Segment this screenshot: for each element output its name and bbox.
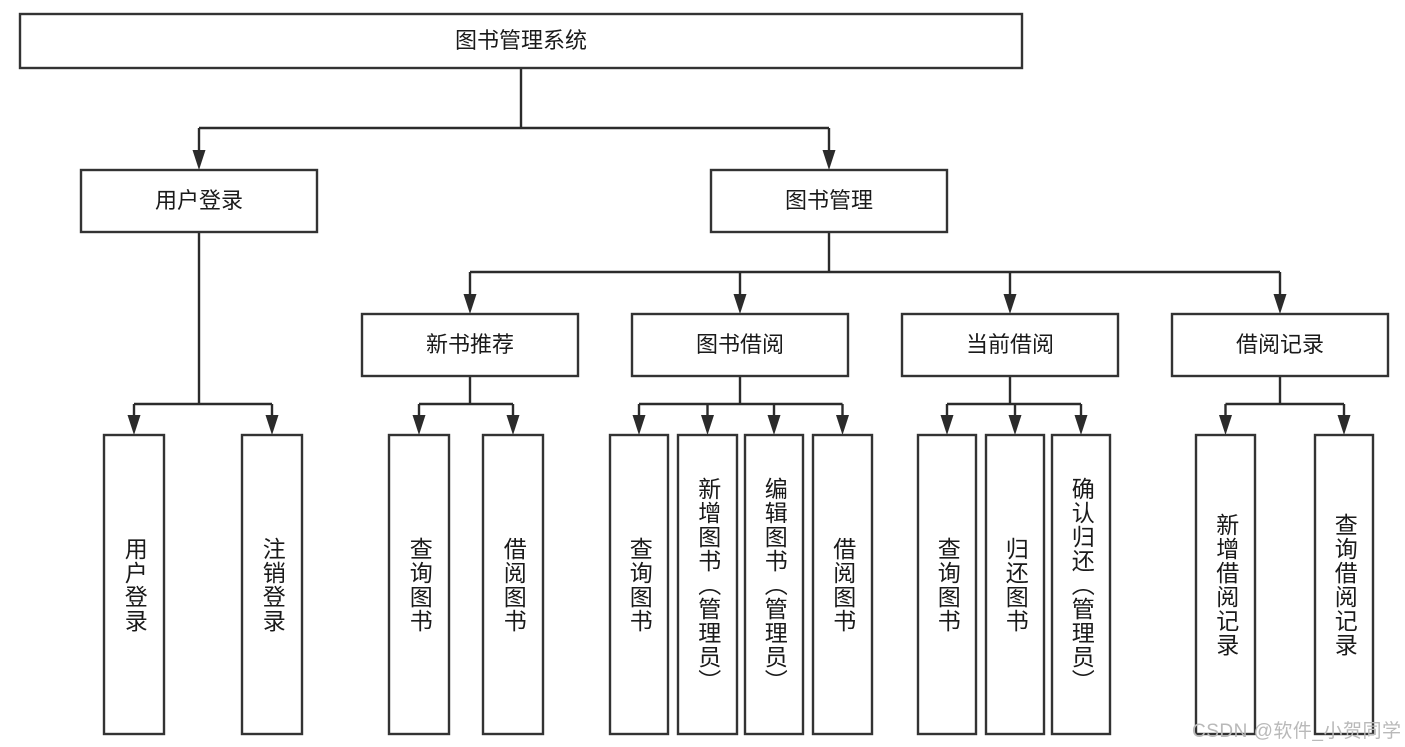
node-level3-box-3[interactable]: [1170, 312, 1390, 378]
arrow-head-icon: [767, 415, 781, 435]
arrow-head-icon: [127, 415, 141, 435]
arrow-head-icon: [1273, 294, 1287, 314]
connector-lines: [127, 68, 1351, 435]
arrow-head-icon: [733, 294, 747, 314]
arrow-head-icon: [1219, 415, 1232, 435]
arrow-head-icon: [940, 415, 954, 435]
node-root-label: 图书管理系统: [455, 28, 587, 53]
node-leaf-box-6[interactable]: [743, 433, 805, 736]
node-leaf-box-5[interactable]: [676, 433, 739, 736]
arrow-head-icon: [192, 150, 206, 170]
node-leaf-box-12[interactable]: [1313, 433, 1375, 736]
node-leaf-box-1[interactable]: [240, 433, 304, 736]
node-level3-box-1[interactable]: [630, 312, 850, 378]
arrow-head-icon: [412, 415, 426, 435]
node-level3-label-2: 当前借阅: [966, 332, 1054, 357]
node-level2-label-0: 用户登录: [155, 188, 243, 213]
arrow-head-icon: [1008, 415, 1022, 435]
node-leaf-box-7[interactable]: [811, 433, 874, 736]
node-leaf-box-8[interactable]: [916, 433, 978, 736]
node-level3-label-3: 借阅记录: [1236, 332, 1324, 357]
node-level2-label-1: 图书管理: [785, 188, 873, 213]
arrow-head-icon: [632, 415, 646, 435]
node-level3-label-0: 新书推荐: [426, 332, 514, 357]
node-leaf-box-9[interactable]: [984, 433, 1046, 736]
csdn-watermark: CSDN @软件_小贺同学: [1192, 721, 1402, 742]
arrow-head-icon: [265, 415, 279, 435]
node-level2-box-1[interactable]: [709, 168, 949, 234]
arrow-head-icon: [463, 294, 477, 314]
node-level3-box-2[interactable]: [900, 312, 1120, 378]
arrow-head-icon: [701, 415, 714, 435]
node-root-box[interactable]: [18, 12, 1024, 70]
node-leaf-box-0[interactable]: [102, 433, 166, 736]
node-level3-label-1: 图书借阅: [696, 332, 784, 357]
node-leaf-box-2[interactable]: [387, 433, 451, 736]
arrow-head-icon: [1003, 294, 1017, 314]
node-level3-box-0[interactable]: [360, 312, 580, 378]
arrow-head-icon: [822, 150, 836, 170]
arrow-head-icon: [506, 415, 520, 435]
node-leaf-box-4[interactable]: [608, 433, 670, 736]
node-level2-box-0[interactable]: [79, 168, 319, 234]
arrow-head-icon: [1074, 415, 1088, 435]
arrow-head-icon: [1337, 415, 1351, 435]
node-leaf-box-11[interactable]: [1194, 433, 1257, 736]
node-leaf-box-3[interactable]: [481, 433, 545, 736]
node-boxes: [18, 12, 1390, 736]
node-leaf-box-10[interactable]: [1050, 433, 1112, 736]
arrow-head-icon: [836, 415, 849, 435]
